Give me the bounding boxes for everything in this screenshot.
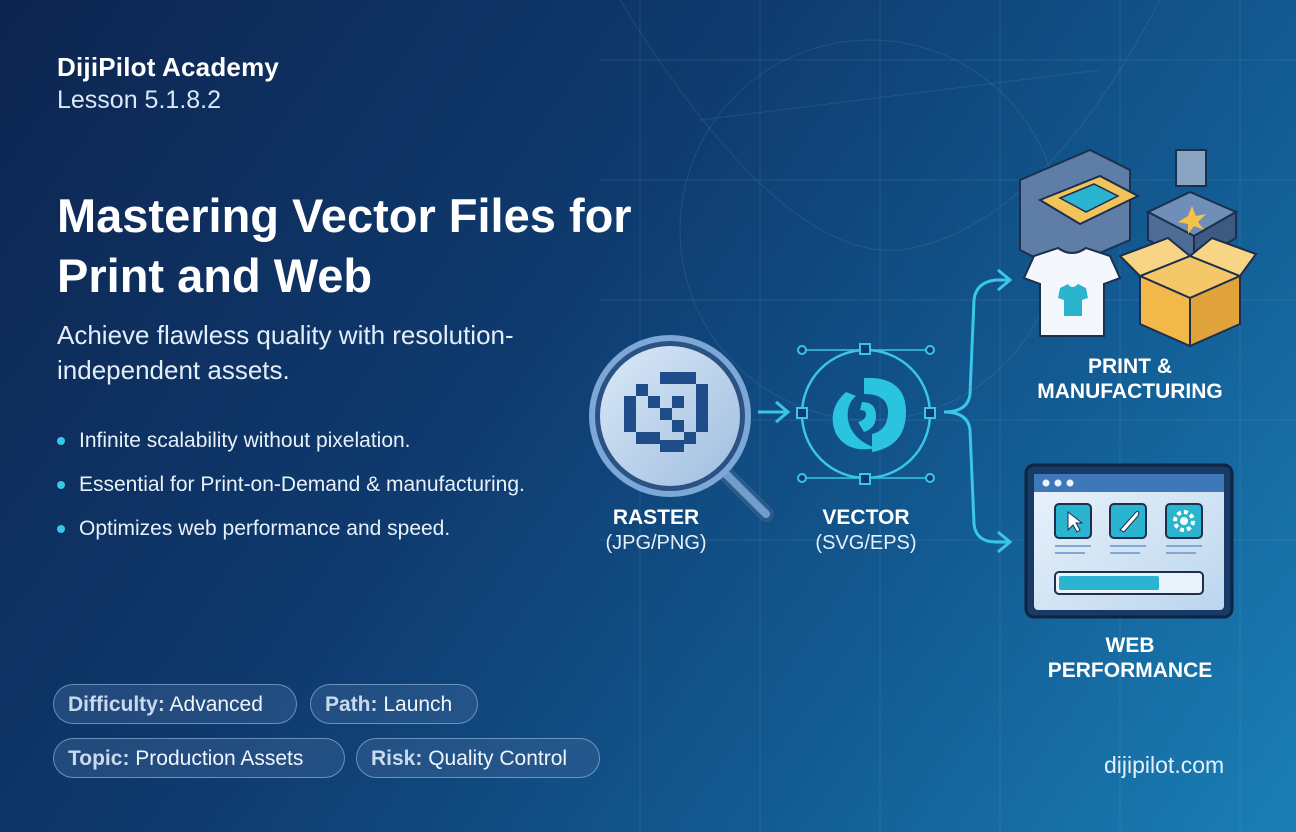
vector-label: VECTOR bbox=[822, 506, 910, 529]
raster-formats: (JPG/PNG) bbox=[605, 532, 707, 554]
pixelated-logo-icon bbox=[624, 372, 708, 452]
bullet-dot-icon bbox=[57, 525, 65, 533]
bullet-dot-icon bbox=[57, 481, 65, 489]
list-item-text: Optimizes web performance and speed. bbox=[79, 517, 451, 540]
rocket-icon bbox=[1109, 503, 1147, 539]
bullet-dot-icon bbox=[57, 437, 65, 445]
benefit-list: Infinite scalability without pixelation.… bbox=[57, 426, 557, 558]
topic-badge: Topic: Production Assets bbox=[53, 738, 345, 778]
page-title: Mastering Vector Files for Print and Web bbox=[57, 189, 632, 302]
cursor-icon bbox=[1054, 503, 1092, 539]
lesson-number: Lesson 5.1.8.2 bbox=[57, 86, 222, 114]
web-browser-icon bbox=[1024, 463, 1234, 619]
print-label: PRINT &MANUFACTURING bbox=[1037, 355, 1223, 403]
list-item-text: Infinite scalability without pixelation. bbox=[79, 429, 411, 452]
list-item: Essential for Print-on-Demand & manufact… bbox=[57, 470, 557, 500]
site-url: dijipilot.com bbox=[1104, 752, 1225, 778]
page-subtitle: Achieve flawless quality with resolution… bbox=[57, 320, 514, 385]
print-manufacturing-icon bbox=[1019, 148, 1258, 348]
path-badge: Path: Launch bbox=[310, 684, 478, 724]
gear-icon bbox=[1165, 503, 1203, 539]
difficulty-badge: Difficulty: Advanced bbox=[53, 684, 297, 724]
vector-logo-icon bbox=[796, 343, 936, 485]
list-item: Optimizes web performance and speed. bbox=[57, 514, 557, 544]
progress-bar bbox=[1054, 571, 1204, 595]
list-item-text: Essential for Print-on-Demand & manufact… bbox=[79, 473, 525, 496]
arrow-right-icon bbox=[758, 400, 791, 424]
magnifier-icon bbox=[589, 335, 774, 522]
risk-badge: Risk: Quality Control bbox=[356, 738, 600, 778]
raster-label: RASTER bbox=[612, 506, 700, 529]
list-item: Infinite scalability without pixelation. bbox=[57, 426, 557, 456]
branch-arrows-icon bbox=[943, 268, 1013, 554]
academy-name: DijiPilot Academy bbox=[57, 52, 280, 82]
vector-formats: (SVG/EPS) bbox=[815, 532, 917, 554]
